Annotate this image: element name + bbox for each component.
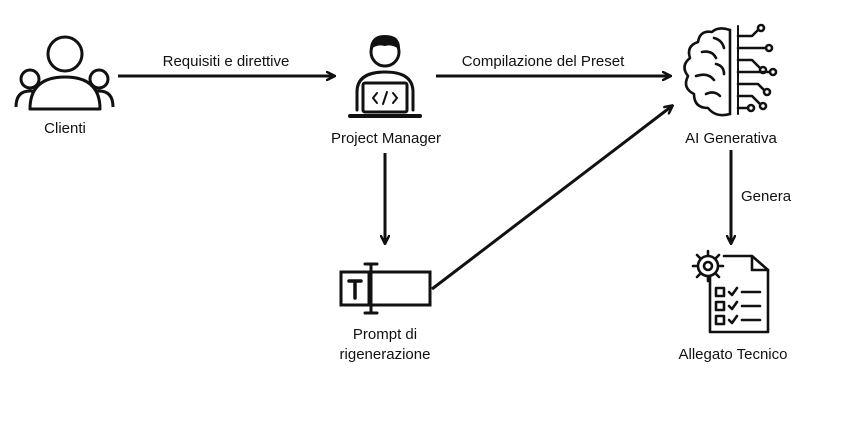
node-label-prompt-line1: Prompt di <box>352 326 418 343</box>
arrow-prompt-to-ai <box>431 106 672 291</box>
gear-icon <box>691 249 725 283</box>
node-label-allegato-tecnico: Allegato Tecnico <box>678 346 788 363</box>
users-icon <box>14 35 115 111</box>
edge-label-requisiti: Requisiti e direttive <box>162 53 290 70</box>
edge-label-compilazione: Compilazione del Preset <box>461 53 625 70</box>
text-input-icon <box>339 262 432 315</box>
brain-circuit-icon <box>683 23 778 117</box>
technical-document-icon <box>691 249 770 334</box>
edge-label-genera: Genera <box>741 188 792 205</box>
node-label-clienti: Clienti <box>44 120 86 137</box>
node-label-prompt-line2: rigenerazione <box>339 346 431 363</box>
developer-laptop-icon <box>348 35 422 118</box>
node-label-ai-generativa: AI Generativa <box>685 130 777 147</box>
node-label-project-manager: Project Manager <box>330 130 442 147</box>
